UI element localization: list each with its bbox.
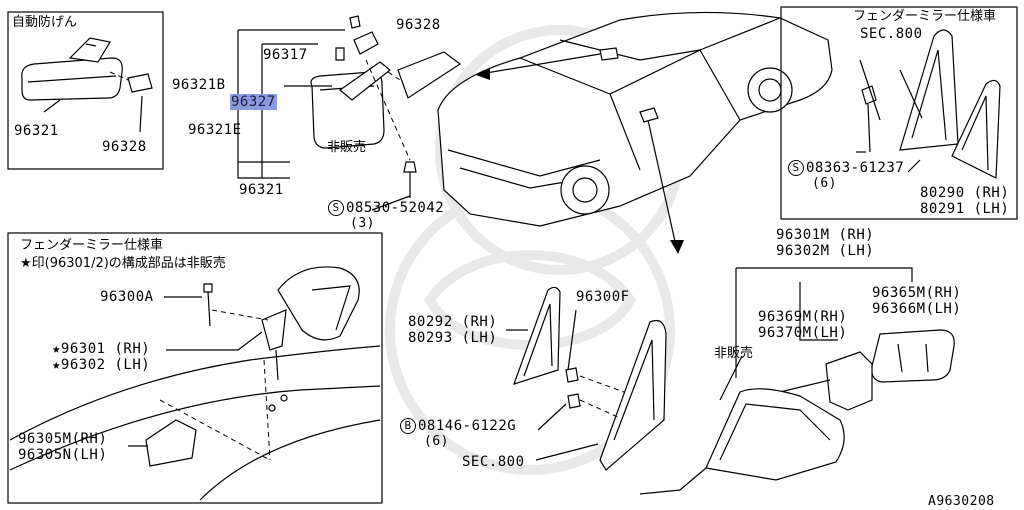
part-96321B: 96321B	[172, 77, 226, 93]
part-96328-cover: 96328	[396, 17, 441, 33]
s-symbol-icon: S	[328, 200, 344, 216]
pointer-arrows	[476, 53, 684, 254]
part-96370M-lh: 96370M(LH)	[758, 325, 848, 341]
fender-mirror-title-bottom: フェンダーミラー仕様車	[20, 238, 164, 253]
part-96305M: 96305M(RH)	[18, 431, 108, 447]
fender-mirror-cover-drawing	[861, 29, 1001, 179]
bolt-qty-6: (6)	[424, 434, 449, 449]
door-mirror-drawing	[513, 267, 955, 495]
sec-800-bottom: SEC.800	[462, 454, 525, 470]
s-symbol-icon: S	[788, 160, 804, 176]
screw-qty-6-top: (6)	[812, 176, 837, 191]
auto-dimming-mirror-drawing	[21, 37, 153, 133]
screw-qty-3: (3)	[350, 216, 375, 231]
not-sold-label-top: 非販売	[327, 140, 367, 155]
fender-mirror-title-top: フェンダーミラー仕様車	[853, 9, 997, 24]
part-96365M-rh: 96365M(RH)	[872, 285, 962, 301]
part-80292-rh: 80292 (RH)	[408, 314, 498, 330]
part-96302-lh: ★96302 (LH)	[52, 357, 151, 373]
car-drawing	[437, 11, 833, 227]
part-96301M-rh: 96301M (RH)	[776, 227, 875, 243]
auto-dimming-box	[7, 11, 164, 170]
part-96301-rh: ★96301 (RH)	[52, 341, 151, 357]
part-96321E: 96321E	[188, 122, 242, 138]
part-80293-lh: 80293 (LH)	[408, 330, 498, 346]
fender-mirror-box-top	[780, 6, 1018, 220]
part-96369M-rh: 96369M(RH)	[758, 309, 848, 325]
fender-mirror-box-bottom	[7, 232, 383, 504]
part-96366M-lh: 96366M(LH)	[872, 301, 962, 317]
diagram-id: A9630208	[928, 494, 995, 509]
inside-mirror-drawing	[237, 15, 462, 198]
leader-lines	[128, 59, 921, 461]
part-96321-auto: 96321	[14, 123, 59, 139]
sec-800-top: SEC.800	[860, 26, 923, 42]
part-96327-highlight[interactable]: 96327	[230, 94, 277, 110]
part-96300F: 96300F	[576, 289, 630, 305]
part-80291-lh: 80291 (LH)	[920, 201, 1010, 217]
part-96300A: 96300A	[100, 289, 154, 305]
part-96302M-lh: 96302M (LH)	[776, 243, 875, 259]
part-80290-rh: 80290 (RH)	[920, 185, 1010, 201]
part-96305N: 96305N(LH)	[18, 447, 108, 463]
b-symbol-icon: B	[400, 418, 416, 434]
auto-dimming-title: 自動防げん	[12, 15, 78, 30]
part-96317: 96317	[263, 47, 308, 63]
part-96328-auto: 96328	[102, 139, 147, 155]
fender-mirror-drawing	[9, 266, 381, 501]
not-sold-note: ★印(96301/2)の構成部品は非販売	[20, 256, 226, 271]
not-sold-label-bottom: 非販売	[714, 346, 754, 361]
part-96321-assy: 96321	[239, 182, 284, 198]
